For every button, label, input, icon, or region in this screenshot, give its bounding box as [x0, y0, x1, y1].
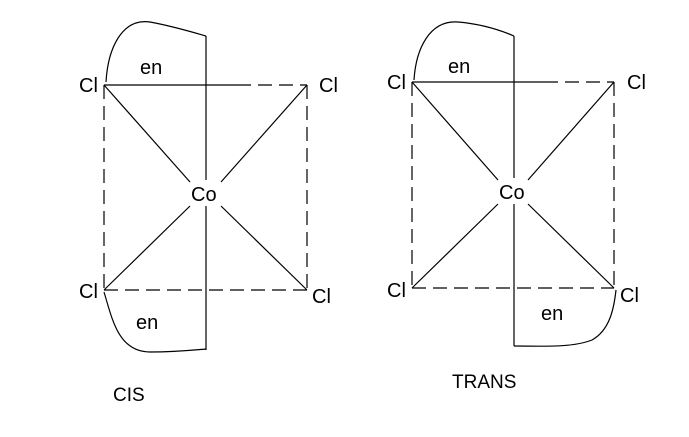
- trans-en-arc-top: [413, 21, 515, 81]
- cis-en-top-label: en: [140, 57, 162, 79]
- trans-en-bottom-label: en: [541, 303, 563, 325]
- trans-cl-bottom-left-label: Cl: [387, 280, 406, 302]
- trans-bond-bottom-right: [527, 203, 615, 289]
- cis-bond-top-right: [220, 84, 308, 183]
- trans-caption: TRANS: [452, 372, 516, 393]
- trans-bond-bottom-left: [411, 203, 499, 289]
- trans-isomer: Cl Cl Cl Cl Co en en TRANS: [387, 21, 646, 393]
- trans-bond-top-right: [527, 81, 615, 181]
- cis-bond-bottom-right: [220, 205, 308, 291]
- cis-isomer: Cl Cl Cl Cl Co en en CIS: [79, 21, 338, 406]
- trans-cl-top-left-label: Cl: [387, 72, 406, 94]
- trans-bond-top-left: [411, 81, 499, 181]
- trans-en-top-label: en: [448, 56, 470, 78]
- cis-cl-bottom-left-label: Cl: [79, 281, 98, 303]
- cis-en-arc-bottom: [103, 291, 207, 353]
- trans-en-arc-bottom: [513, 289, 617, 347]
- trans-cl-bottom-right-label: Cl: [620, 285, 639, 307]
- cis-cl-bottom-right-label: Cl: [312, 286, 331, 308]
- cis-cl-top-left-label: Cl: [79, 75, 98, 97]
- cis-co-label: Co: [191, 184, 217, 206]
- cis-bond-bottom-left: [103, 205, 191, 291]
- trans-co-label: Co: [499, 182, 525, 204]
- cis-cl-top-right-label: Cl: [319, 75, 338, 97]
- trans-cl-top-right-label: Cl: [627, 72, 646, 94]
- cis-en-bottom-label: en: [136, 312, 158, 334]
- cis-bond-top-left: [103, 84, 191, 183]
- cis-en-arc-top: [105, 21, 207, 83]
- cis-caption: CIS: [113, 385, 145, 406]
